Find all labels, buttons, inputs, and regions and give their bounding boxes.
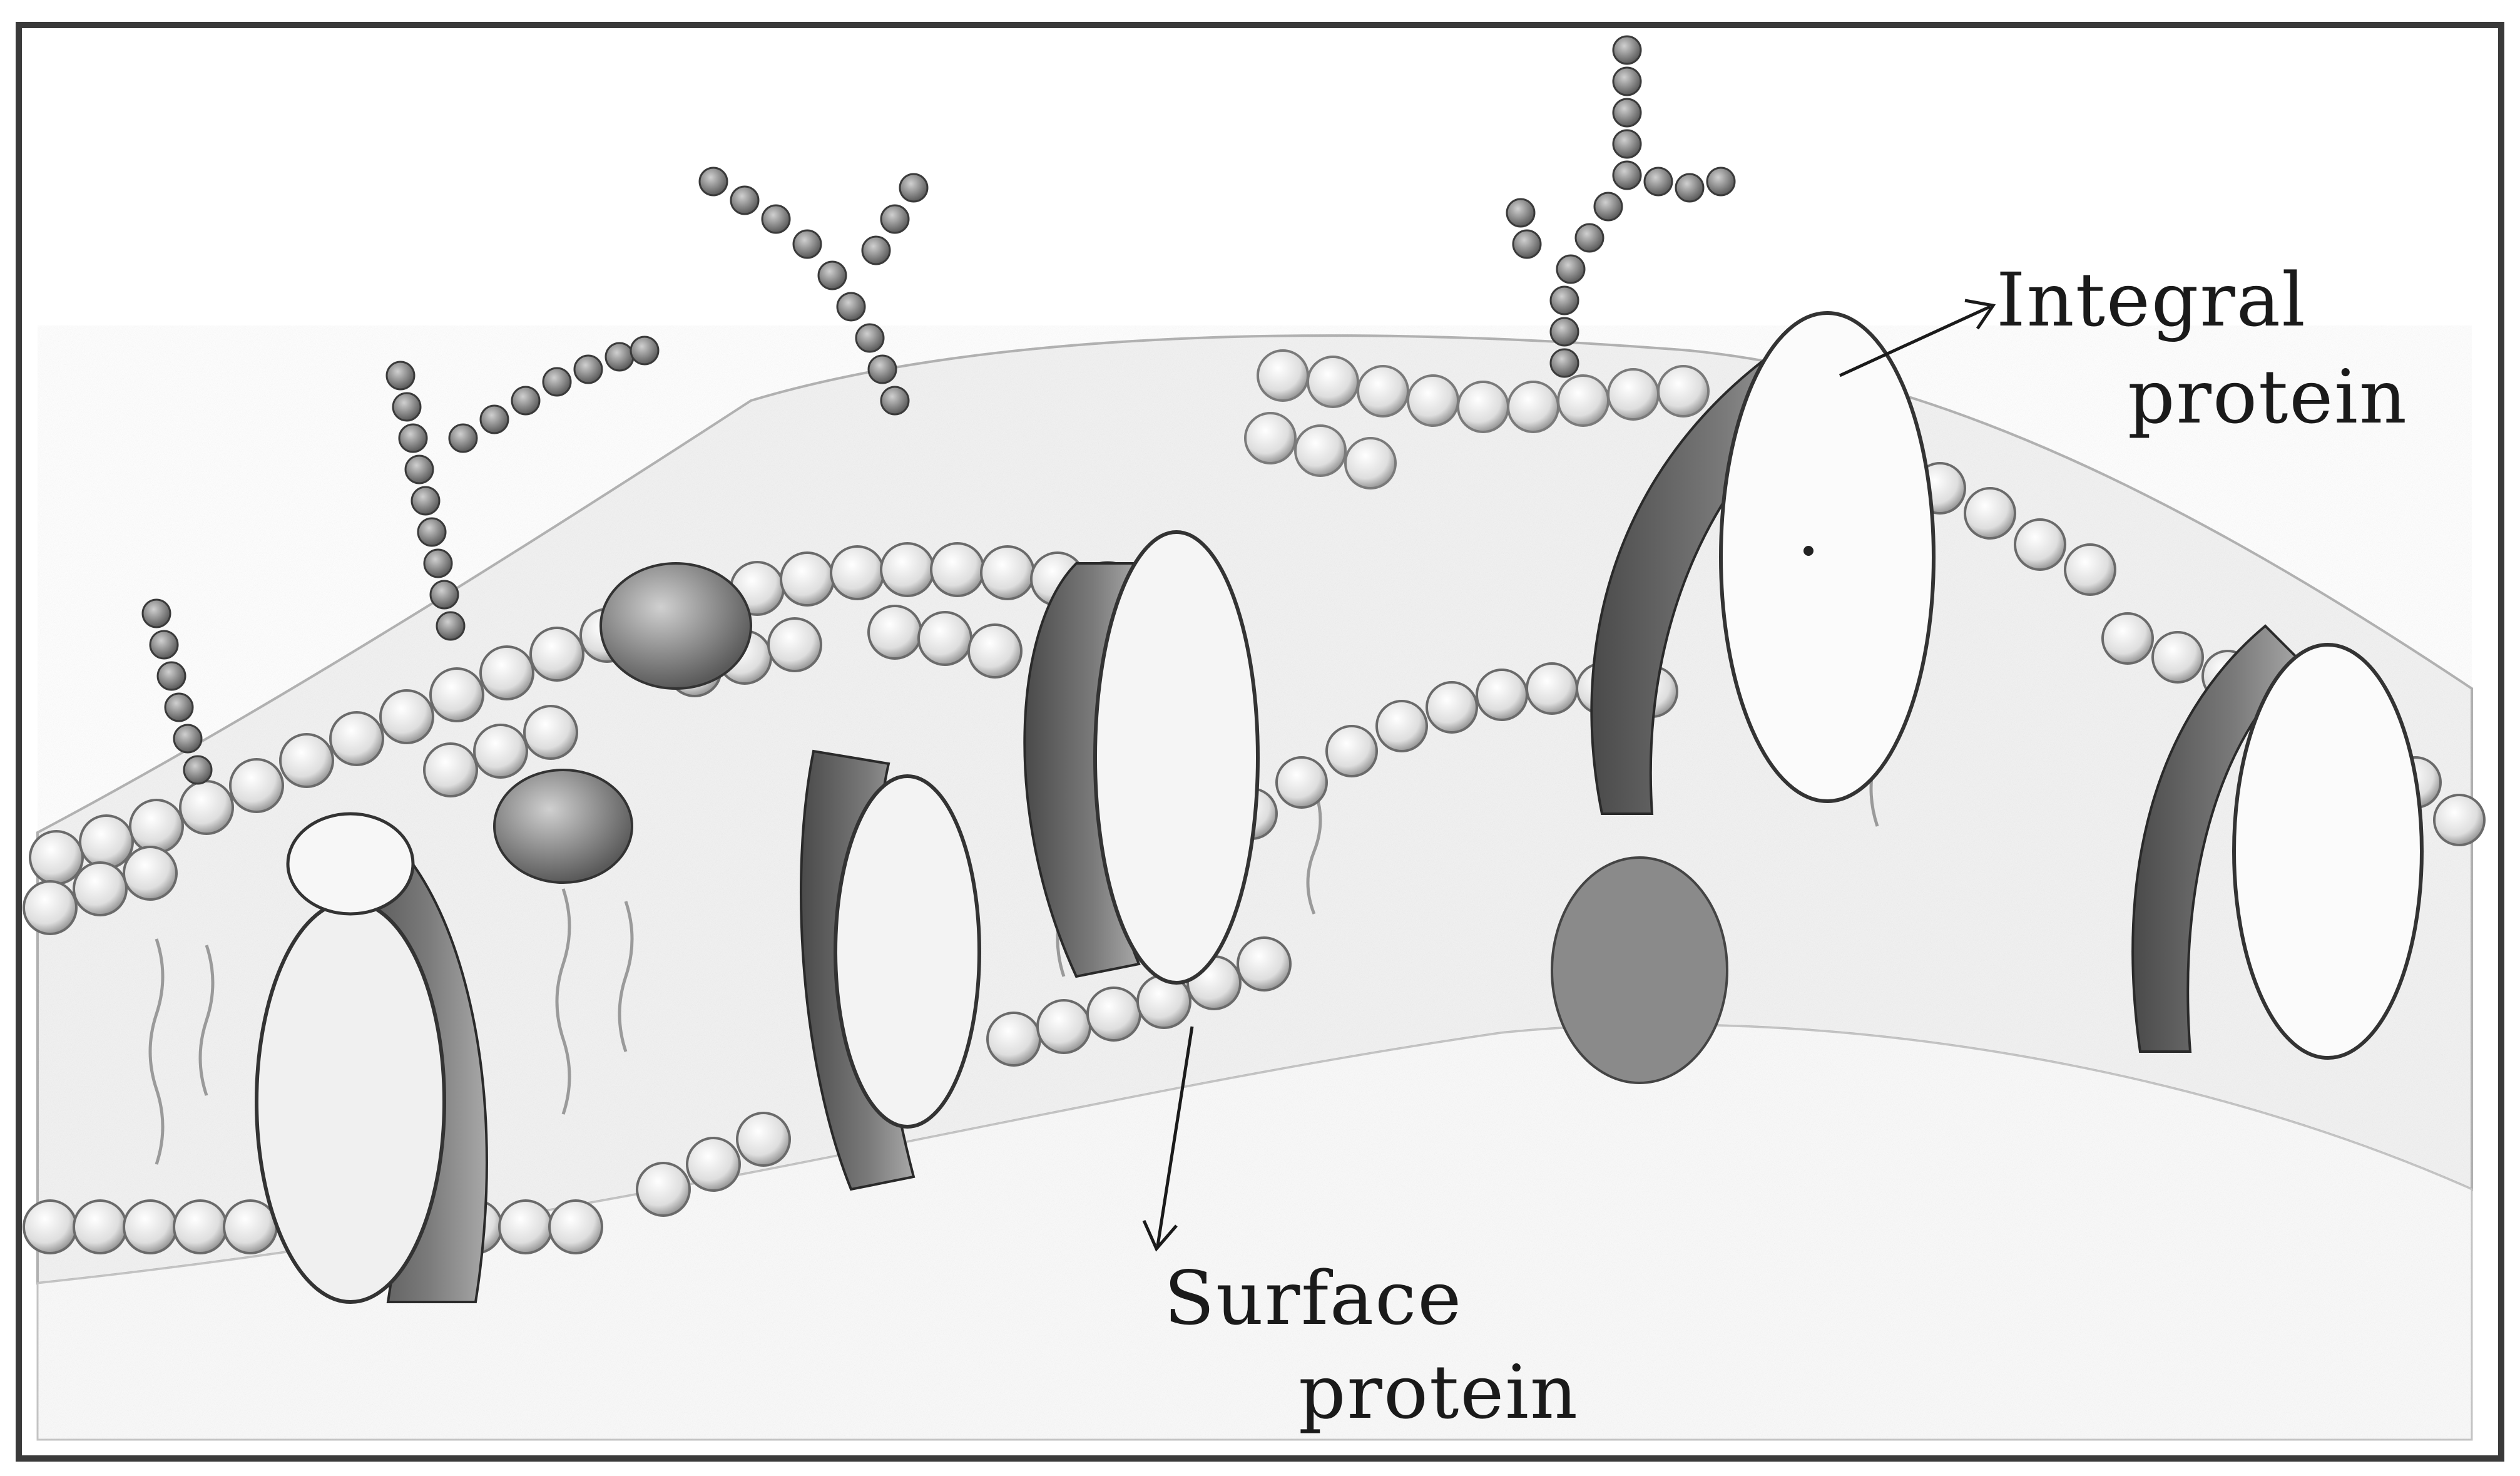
- protein-far-right: [2234, 645, 2422, 1058]
- protein-right: [1721, 313, 1934, 801]
- integral-protein-label-line2: protein: [2128, 360, 2408, 434]
- surface-protein-label-line1: Surface: [1164, 1261, 1462, 1335]
- surface-protein-label-line2: protein: [1298, 1355, 1579, 1429]
- protein-right-dot: [1803, 546, 1813, 556]
- peripheral-protein-3: [1552, 858, 1727, 1083]
- protein-2: [835, 776, 979, 1127]
- protein-3: [1095, 532, 1258, 983]
- integral-protein-label-line1: Integral: [1996, 263, 2307, 337]
- protein-left: [257, 901, 444, 1302]
- protein-left-cap: [288, 814, 413, 914]
- peripheral-protein-1: [601, 563, 751, 689]
- peripheral-protein-2: [494, 770, 632, 883]
